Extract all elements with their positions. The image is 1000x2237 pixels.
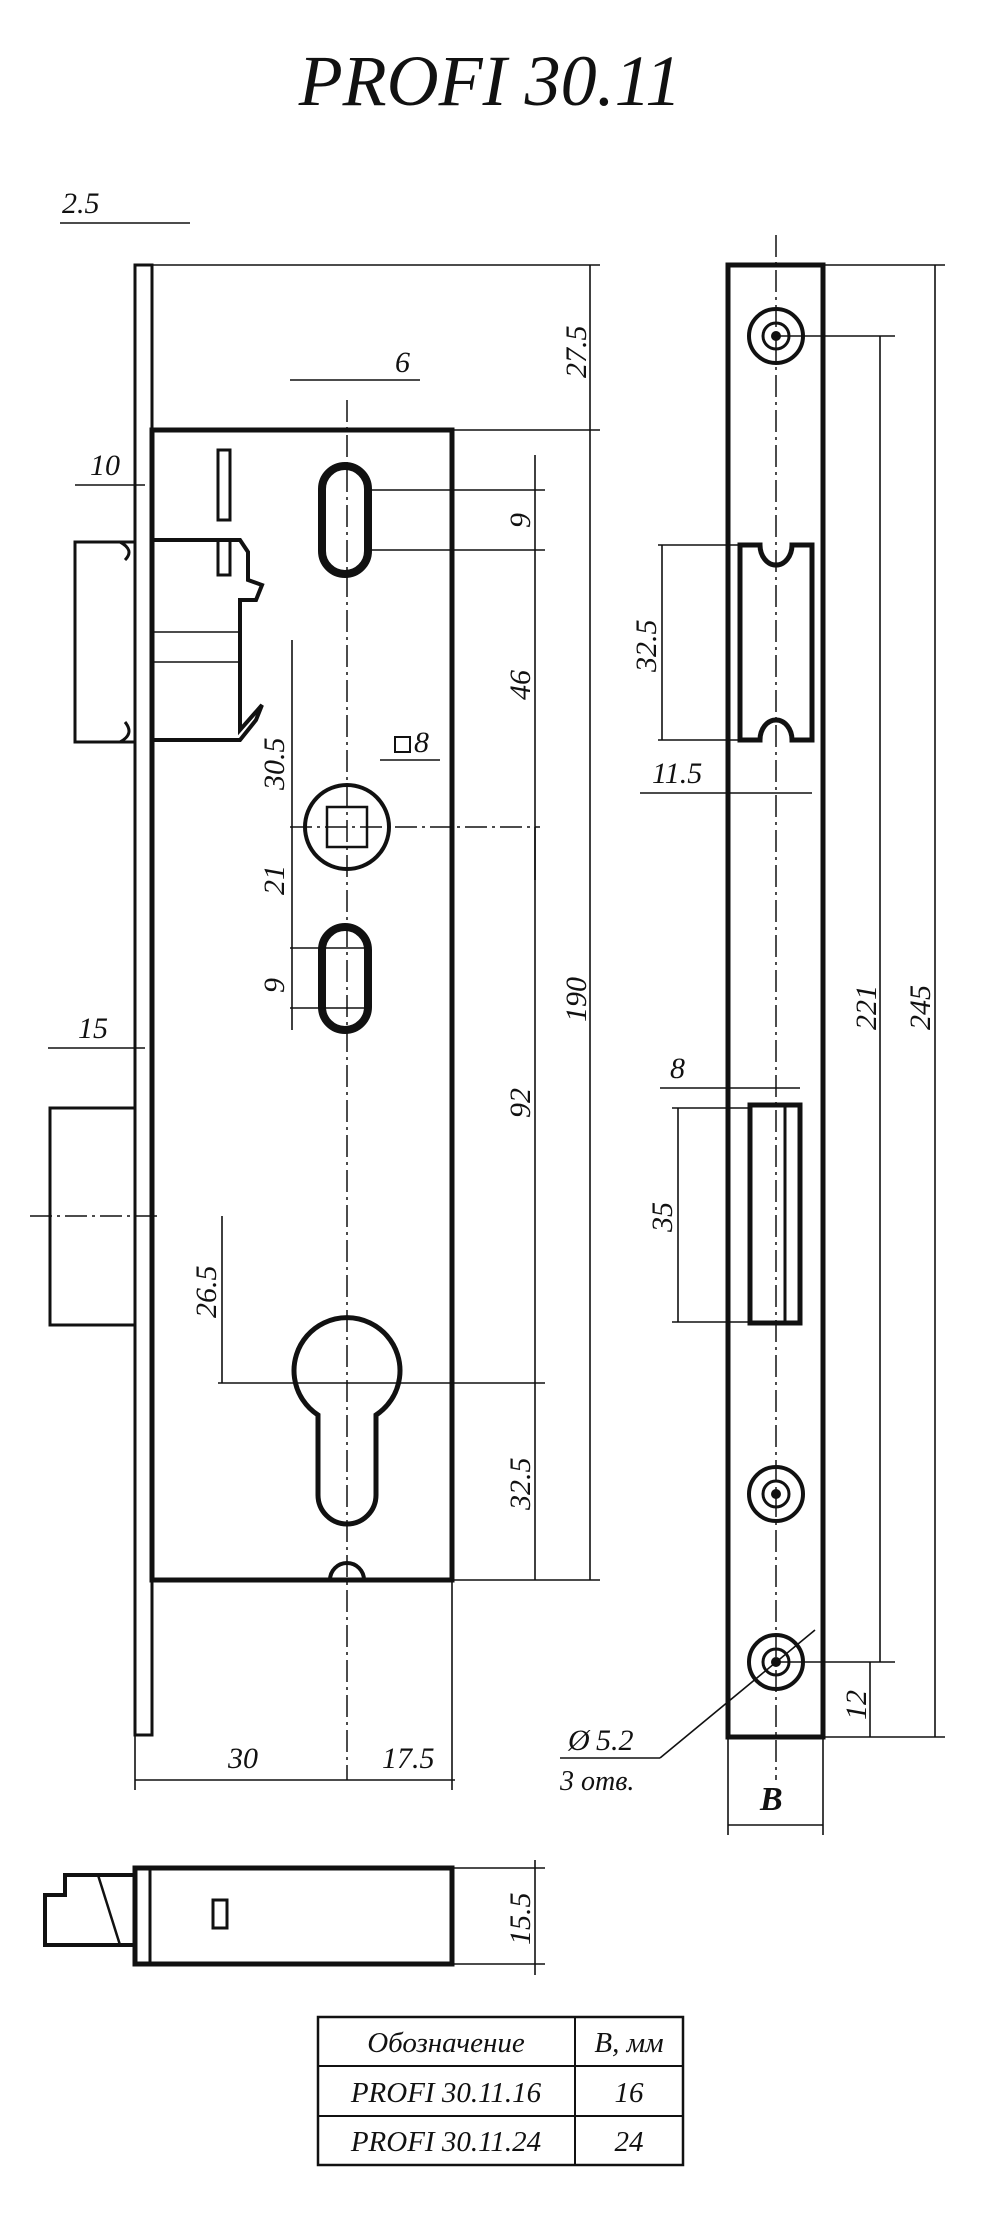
dim-hole-diameter: 5.2	[596, 1724, 634, 1757]
latch-opening	[737, 542, 815, 743]
dim-cylinder-to-edge: 17.5	[382, 1742, 435, 1775]
latch-bolt	[73, 448, 265, 744]
dim-faceplate-thickness: 2.5	[62, 187, 100, 220]
table-cell-width: 24	[615, 2126, 644, 2158]
dim-slot-height: 9	[504, 513, 537, 528]
dim-spindle-to-slot: 46	[504, 670, 537, 700]
drawing-title: PROFI 30.11	[298, 41, 682, 121]
dim-top-offset: 27.5	[560, 326, 593, 379]
variants-table: Обозначение B, мм PROFI 30.11.16 16 PROF…	[316, 2015, 685, 2167]
dim-slot-width: 6	[395, 346, 410, 379]
lower-slot	[318, 923, 372, 1034]
dim-body-height: 190	[560, 977, 593, 1022]
dim-lower-slot-height: 9	[258, 978, 291, 993]
table-cell-model: PROFI 30.11.16	[350, 2077, 542, 2109]
main-view-dimensions: 2.5 27.5 6 10 9 46 30.5 8 21 9	[48, 187, 600, 1790]
dim-screw-spacing: 221	[850, 985, 883, 1030]
dim-hole-count: 3 отв.	[559, 1766, 634, 1797]
dim-deadbolt-throw: 15	[78, 1012, 108, 1045]
dim-strike-bolt-height: 35	[646, 1202, 679, 1233]
dim-spindle-square: 8	[414, 726, 429, 759]
cylinder-cutout	[291, 1315, 403, 1527]
lock-case	[149, 427, 455, 1583]
dim-faceplate-length: 245	[904, 985, 937, 1030]
dim-screw-from-end: 12	[840, 1690, 873, 1720]
bolt-top-view: 15.5	[43, 1860, 545, 1975]
table-header-width: B, мм	[594, 2027, 663, 2059]
dim-backset: 30	[227, 1742, 258, 1775]
table-cell-width: 16	[615, 2077, 645, 2109]
faceplate-dimensions: 32.5 11.5 8 35 221 245 12 Ø 5.2 3 отв.	[559, 264, 945, 1835]
dim-latch-depth: 10	[90, 449, 120, 482]
faceplate-view	[725, 235, 826, 1780]
screw-hole-middle	[747, 1465, 805, 1523]
dim-cylinder-to-bottom: 32.5	[504, 1458, 537, 1512]
dim-spindle-to-cylinder: 92	[504, 1088, 537, 1118]
dim-faceplate-width: B	[759, 1781, 783, 1818]
dim-spindle-to-lower-slot: 21	[258, 865, 291, 895]
upper-slot	[318, 462, 372, 578]
dim-spindle-offset: 30.5	[258, 738, 291, 792]
table-header-designation: Обозначение	[367, 2027, 525, 2059]
dim-strike-latch-depth: 11.5	[652, 757, 702, 790]
table-cell-model: PROFI 30.11.24	[350, 2126, 541, 2158]
dim-bolt-thickness: 15.5	[504, 1893, 537, 1946]
hole-diameter-symbol: Ø	[567, 1724, 591, 1757]
bolt-opening	[747, 1102, 803, 1326]
lock-body-view	[30, 263, 540, 1780]
dim-strike-latch-height: 32.5	[630, 620, 663, 674]
dim-strike-bolt-width: 8	[670, 1052, 685, 1085]
dim-bolt-offset: 26.5	[190, 1266, 223, 1319]
